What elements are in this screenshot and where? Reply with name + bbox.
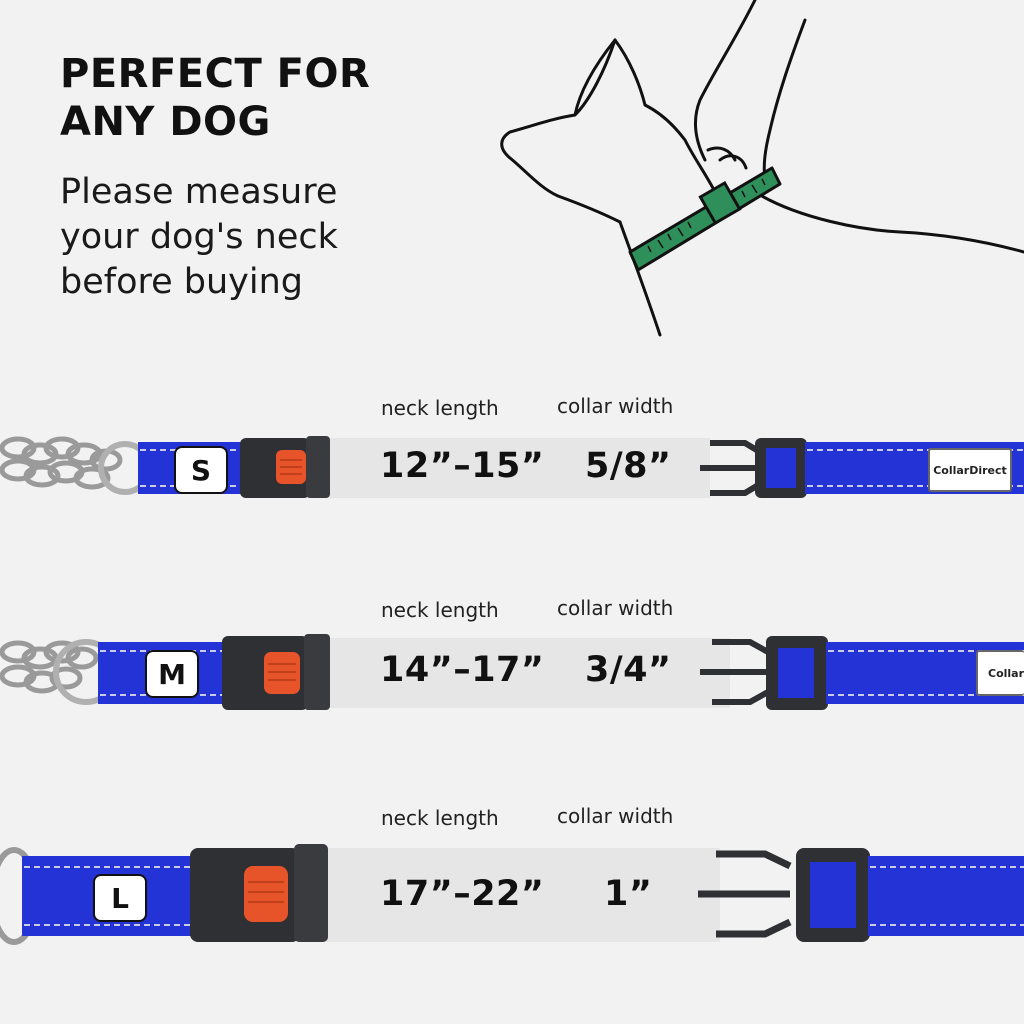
collar-l — [0, 844, 1024, 945]
size-row-s: neck length collar width S 12 — [0, 380, 1024, 520]
brand-tag: Collar — [976, 650, 1024, 696]
subtitle-line-1: Please measure — [60, 172, 338, 212]
subtitle-line-2: your dog's neck — [60, 217, 338, 257]
collar-width-value: 5/8” — [585, 446, 672, 486]
collar-width-label: collar width — [557, 804, 674, 828]
neck-length-value: 12”–15” — [380, 446, 545, 486]
collar-m — [0, 634, 1024, 710]
neck-length-value: 14”–17” — [380, 650, 545, 690]
size-badge: M — [145, 650, 199, 698]
headline: PERFECT FOR ANY DOG — [60, 50, 370, 146]
neck-length-label: neck length — [381, 598, 499, 622]
headline-line-2: ANY DOG — [60, 99, 271, 145]
subtitle: Please measure your dog's neck before bu… — [60, 170, 338, 305]
size-row-l: neck length collar width L 17”–22” 1” — [0, 792, 1024, 962]
neck-length-label: neck length — [381, 396, 499, 420]
collar-width-label: collar width — [557, 596, 674, 620]
release-button-icon — [244, 866, 288, 922]
neck-length-value: 17”–22” — [380, 874, 545, 914]
headline-line-1: PERFECT FOR — [60, 51, 371, 97]
chain-icon — [0, 436, 152, 495]
collar-width-label: collar width — [557, 394, 674, 418]
release-button-icon — [264, 652, 300, 694]
measuring-tape-icon — [628, 166, 782, 272]
dog-measuring-illustration — [500, 0, 1024, 337]
size-row-m: neck length collar width M 14”–17” — [0, 582, 1024, 722]
size-badge: L — [93, 874, 147, 922]
brand-tag: CollarDirect — [928, 448, 1012, 492]
subtitle-line-3: before buying — [60, 262, 304, 302]
neck-length-label: neck length — [381, 806, 499, 830]
size-badge: S — [174, 446, 228, 494]
collar-width-value: 3/4” — [585, 650, 672, 690]
collar-width-value: 1” — [604, 874, 653, 914]
